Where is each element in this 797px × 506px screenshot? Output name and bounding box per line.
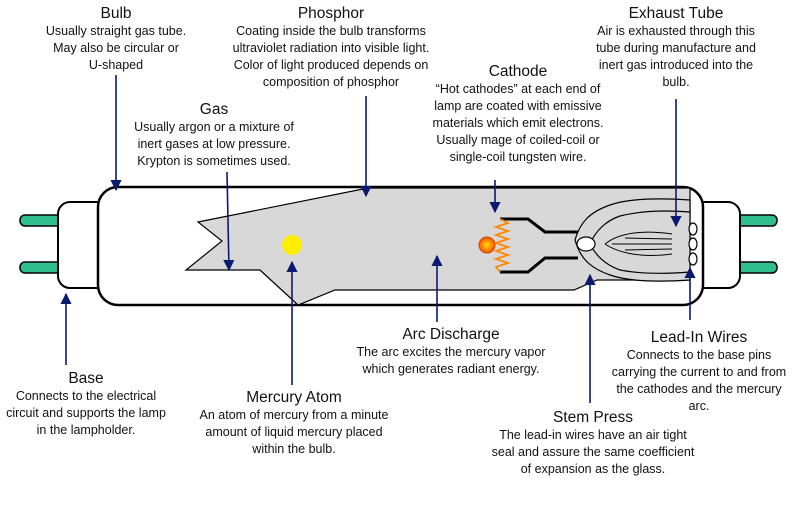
- label-arc-discharge: Arc Discharge The arc excites the mercur…: [342, 325, 560, 378]
- arc-discharge-region: [184, 187, 691, 306]
- label-exhaust-tube-desc: Air is exhausted through this tube durin…: [596, 24, 756, 89]
- cathode-assembly: [478, 217, 578, 274]
- label-cathode: Cathode “Hot cathodes” at each end of la…: [420, 62, 616, 166]
- label-stem-press: Stem Press The lead-in wires have an air…: [484, 408, 702, 478]
- label-stem-press-desc: The lead-in wires have an air tight seal…: [491, 428, 695, 476]
- label-phosphor-desc: Coating inside the bulb transforms ultra…: [232, 24, 430, 89]
- cathode-glow: [478, 236, 496, 254]
- arrow-gas: [223, 171, 235, 272]
- label-exhaust-tube: Exhaust Tube Air is exhausted through th…: [582, 4, 770, 91]
- right-base-pins: [732, 214, 778, 274]
- label-phosphor: Phosphor Coating inside the bulb transfo…: [220, 4, 442, 91]
- label-mercury-atom-title: Mercury Atom: [246, 389, 342, 406]
- label-gas-desc: Usually argon or a mixture of inert gase…: [134, 120, 294, 168]
- label-phosphor-title: Phosphor: [297, 5, 365, 22]
- label-gas: Gas Usually argon or a mixture of inert …: [125, 100, 303, 170]
- label-lead-in-wires-desc: Connects to the base pins carrying the c…: [611, 348, 787, 413]
- label-bulb: Bulb Usually straight gas tube. May also…: [30, 4, 202, 74]
- stem-press-bead: [576, 236, 596, 252]
- stem-press: [574, 198, 698, 282]
- label-mercury-atom-desc: An atom of mercury from a minute amount …: [199, 408, 389, 456]
- label-lead-in-wires: Lead-In Wires Connects to the base pins …: [604, 328, 794, 415]
- label-arc-discharge-title: Arc Discharge: [402, 326, 500, 343]
- label-base-title: Base: [68, 370, 104, 387]
- label-cathode-desc: “Hot cathodes” at each end of lamp are c…: [432, 82, 604, 164]
- mercury-atom-dot: [282, 235, 302, 255]
- label-gas-title: Gas: [199, 101, 229, 118]
- label-base-desc: Connects to the electrical circuit and s…: [6, 389, 166, 437]
- callout-arrows: [60, 75, 696, 403]
- label-exhaust-tube-title: Exhaust Tube: [628, 5, 724, 22]
- label-arc-discharge-desc: The arc excites the mercury vapor which …: [356, 345, 546, 376]
- cathode-coil: [493, 218, 511, 273]
- label-mercury-atom: Mercury Atom An atom of mercury from a m…: [196, 388, 392, 458]
- label-cathode-title: Cathode: [488, 63, 548, 80]
- label-stem-press-title: Stem Press: [552, 409, 634, 426]
- label-bulb-desc: Usually straight gas tube. May also be c…: [45, 24, 187, 72]
- label-lead-in-wires-title: Lead-In Wires: [650, 329, 748, 346]
- label-bulb-title: Bulb: [100, 5, 132, 22]
- label-base: Base Connects to the electrical circuit …: [0, 369, 172, 439]
